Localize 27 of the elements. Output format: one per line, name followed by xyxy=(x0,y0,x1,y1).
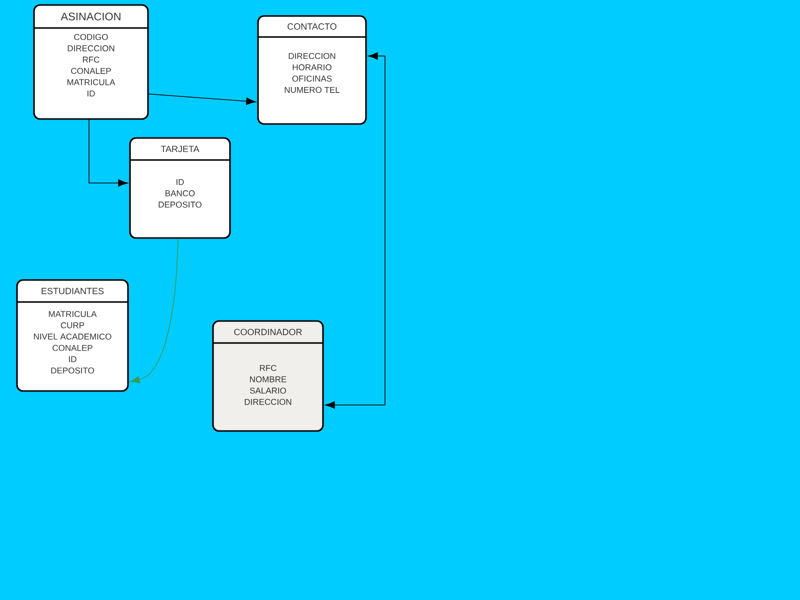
field-name: BANCO xyxy=(166,190,195,196)
arrow xyxy=(325,52,386,409)
field-name: CODIGO xyxy=(74,34,108,40)
field-name: NIVEL ACADEMICO xyxy=(34,334,112,340)
field-name: DEPOSITO xyxy=(158,202,202,208)
field-name: ID xyxy=(69,356,76,362)
field-name: DIRECCION xyxy=(288,53,336,59)
arrow xyxy=(148,94,256,105)
field-name: CURP xyxy=(60,322,84,328)
arrow xyxy=(88,119,128,187)
field-name: MATRICULA xyxy=(48,311,97,317)
field-name: CONALEP xyxy=(71,68,111,74)
field-name: RFC xyxy=(82,56,100,63)
field-name: MATRICULA xyxy=(67,79,116,86)
field-name: ID xyxy=(176,179,184,185)
field-name: HORARIO xyxy=(292,64,332,70)
field-name: CONALEP xyxy=(52,344,92,351)
field-name: ID xyxy=(88,90,95,96)
field-name: DIRECCION xyxy=(244,398,292,405)
field-name: NOMBRE xyxy=(250,376,286,382)
field-name: NUMERO TEL xyxy=(284,86,340,93)
field-name: RFC xyxy=(260,365,276,371)
field-name: DEPOSITO xyxy=(51,368,94,374)
field-name: DIRECCION xyxy=(68,45,114,52)
field-name: OFICINAS xyxy=(292,76,332,82)
arrow xyxy=(130,238,178,384)
field-name: SALARIO xyxy=(250,388,286,394)
